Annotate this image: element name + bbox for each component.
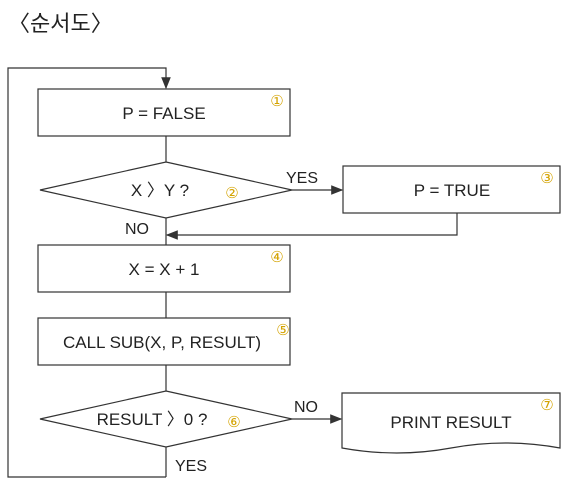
step-number: ⑦ <box>540 396 553 414</box>
step-number: ④ <box>270 248 283 266</box>
node-label: CALL SUB(X, P, RESULT) <box>63 333 261 352</box>
step-number: ⑥ <box>227 413 240 431</box>
process-x-increment: X = X + 1 ④ <box>37 244 291 293</box>
process-p-false: P = FALSE ① <box>37 88 291 137</box>
decision-x-gt-y: X 〉Y ? ② <box>39 161 293 219</box>
decision-result-gt-zero: RESULT 〉0 ? ⑥ <box>39 390 293 448</box>
diagram-title: 〈순서도〉 <box>8 12 113 37</box>
step-number: ① <box>270 92 283 110</box>
node-label: RESULT 〉0 ? <box>97 410 208 429</box>
node-label: P = FALSE <box>122 104 205 123</box>
node-label: PRINT RESULT <box>390 413 511 432</box>
yes-label: YES <box>175 458 207 475</box>
node-label: X = X + 1 <box>129 260 200 279</box>
return-arrow <box>165 213 458 240</box>
node-label: X 〉Y ? <box>131 181 189 200</box>
step-number: ② <box>225 184 238 202</box>
loop-back-line <box>7 67 171 478</box>
process-call-sub: CALL SUB(X, P, RESULT) ⑤ <box>37 317 291 366</box>
yes-label: YES <box>286 170 318 187</box>
step-number: ⑤ <box>276 321 289 339</box>
node-label: P = TRUE <box>414 181 490 200</box>
no-label: NO <box>294 399 318 416</box>
step-number: ③ <box>540 169 553 187</box>
process-p-true: P = TRUE ③ <box>342 165 561 214</box>
no-label: NO <box>125 221 149 238</box>
output-print-result: PRINT RESULT ⑦ <box>341 392 561 454</box>
